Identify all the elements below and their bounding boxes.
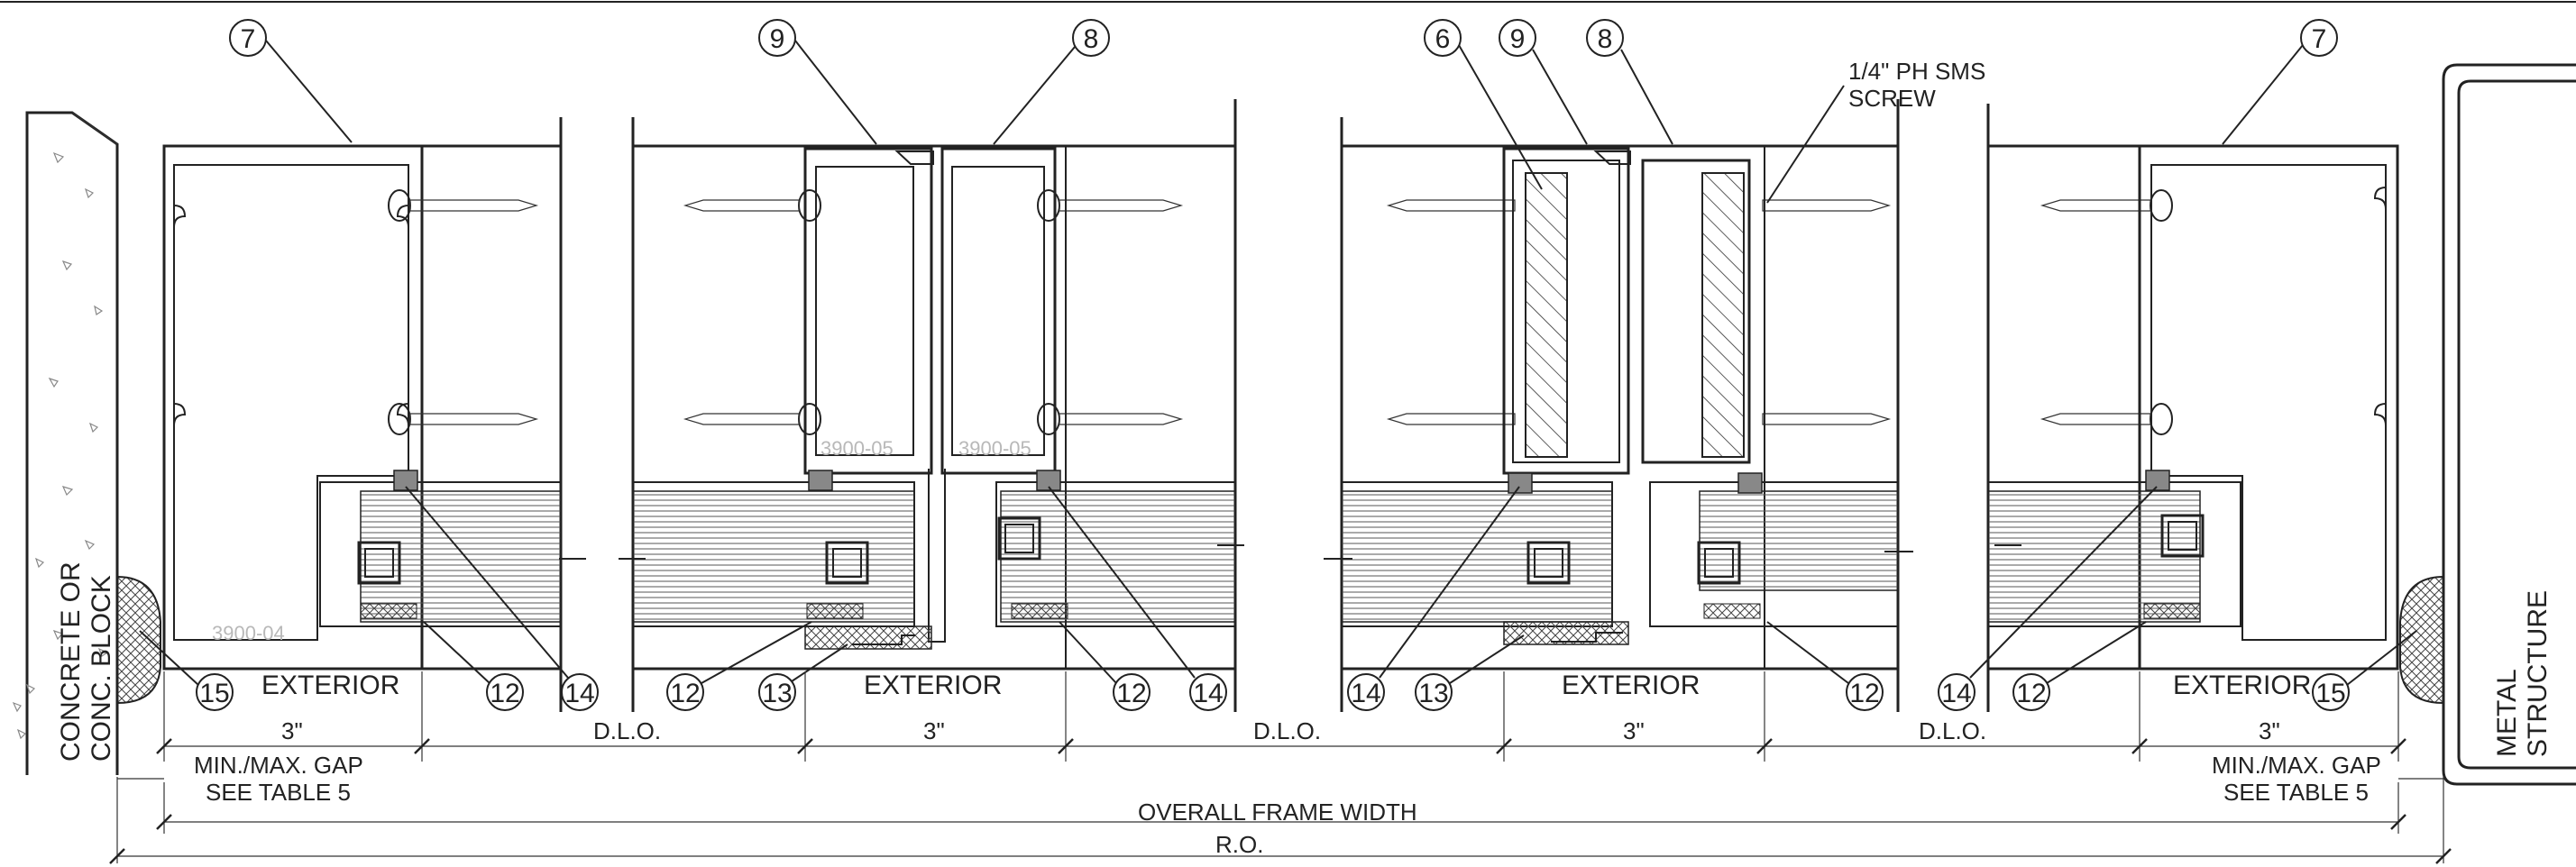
- svg-text:12: 12: [490, 679, 519, 708]
- callout-8-a: 8: [993, 19, 1110, 145]
- concrete-wall: CONCRETE OR CONC. BLOCK: [12, 111, 161, 775]
- callout-15-right: 15: [2312, 630, 2417, 711]
- callout-13-a: 13: [758, 643, 848, 711]
- dimensions: 3" D.L.O. 3" D.L.O. 3" D.L.O. 3" MIN./MA…: [109, 671, 2452, 864]
- callout-7-left: 7: [229, 19, 353, 143]
- gap-label-right-1: MIN./MAX. GAP: [2212, 752, 2381, 779]
- callout-15-left: 15: [139, 630, 234, 711]
- svg-text:8: 8: [1598, 24, 1613, 54]
- svg-text:9: 9: [770, 24, 785, 54]
- dim-overall: OVERALL FRAME WIDTH: [1138, 799, 1417, 826]
- callout-12-c: 12: [1059, 621, 1150, 711]
- svg-text:12: 12: [670, 679, 700, 708]
- gap-label-left-2: SEE TABLE 5: [206, 779, 351, 806]
- metal-structure: METAL STRUCTURE: [2399, 63, 2576, 786]
- mullion-center-right: EXTERIOR: [1324, 99, 1913, 712]
- svg-text:13: 13: [1418, 679, 1448, 708]
- callout-14-c: 14: [1347, 486, 1520, 711]
- callout-12-d: 12: [1766, 621, 1884, 711]
- callout-14-b: 14: [1048, 486, 1227, 711]
- dim-3in-3: 3": [1623, 717, 1645, 744]
- metal-note-line1: METAL: [2492, 669, 2522, 757]
- gap-label-right-2: SEE TABLE 5: [2223, 779, 2369, 806]
- callout-8-b: 8: [1586, 19, 1673, 145]
- svg-text:15: 15: [199, 679, 229, 708]
- dim-ro: R.O.: [1215, 831, 1263, 858]
- callout-12-e: 12: [2012, 621, 2147, 711]
- svg-text:12: 12: [1849, 679, 1879, 708]
- callout-9-a: 9: [758, 19, 877, 145]
- callout-12-b: 12: [666, 621, 812, 711]
- svg-text:12: 12: [2016, 679, 2046, 708]
- dim-3in-1: 3": [281, 717, 303, 744]
- exterior-label-2: EXTERIOR: [864, 671, 1002, 700]
- callout-12-a: 12: [423, 621, 524, 711]
- svg-text:7: 7: [2312, 24, 2327, 54]
- callout-9-b: 9: [1499, 19, 1588, 145]
- exterior-label-3: EXTERIOR: [1562, 671, 1700, 700]
- svg-text:SCREW: SCREW: [1848, 85, 1936, 112]
- svg-text:1/4" PH SMS: 1/4" PH SMS: [1848, 58, 1985, 85]
- watermark-3900-04: 3900-04: [212, 622, 285, 644]
- exterior-label-1: EXTERIOR: [261, 671, 399, 700]
- callout-14-a: 14: [405, 486, 599, 711]
- callout-6: 6: [1424, 19, 1543, 190]
- screws: [388, 189, 2173, 435]
- mullion-center-left: 3900-05 3900-05 EXTERIOR: [559, 99, 1244, 712]
- svg-text:7: 7: [241, 24, 256, 54]
- dim-3in-2: 3": [923, 717, 945, 744]
- gap-label-left-1: MIN./MAX. GAP: [194, 752, 363, 779]
- watermark-3900-05a: 3900-05: [820, 437, 894, 460]
- screw-note: 1/4" PH SMS SCREW: [1766, 58, 1985, 204]
- concrete-note-line1: CONCRETE OR: [56, 561, 86, 762]
- svg-text:9: 9: [1510, 24, 1526, 54]
- exterior-label-4: EXTERIOR: [2173, 671, 2311, 700]
- sealant-right: [2399, 575, 2444, 705]
- dim-3in-4: 3": [2259, 717, 2280, 744]
- svg-text:13: 13: [762, 679, 792, 708]
- dim-dlo-1: D.L.O.: [593, 717, 661, 744]
- jamb-left: 3900-04 EXTERIOR: [162, 117, 563, 712]
- svg-text:14: 14: [1351, 679, 1380, 708]
- svg-text:14: 14: [564, 679, 594, 708]
- svg-text:15: 15: [2315, 679, 2345, 708]
- watermark-3900-05b: 3900-05: [958, 437, 1031, 460]
- dim-dlo-3: D.L.O.: [1919, 717, 1986, 744]
- callouts: 7 9 8 6 9 8 7 1/4" PH SMS SCREW 15: [139, 19, 2417, 711]
- callout-7-right: 7: [2222, 19, 2338, 145]
- svg-text:14: 14: [1193, 679, 1223, 708]
- svg-text:8: 8: [1084, 24, 1099, 54]
- svg-text:14: 14: [1941, 679, 1971, 708]
- svg-text:12: 12: [1116, 679, 1146, 708]
- metal-note-line2: STRUCTURE: [2523, 590, 2553, 757]
- dim-dlo-2: D.L.O.: [1253, 717, 1321, 744]
- jamb-right: EXTERIOR: [1986, 104, 2399, 712]
- callout-13-b: 13: [1415, 634, 1525, 711]
- svg-text:6: 6: [1435, 24, 1451, 54]
- concrete-note-line2: CONC. BLOCK: [87, 575, 116, 762]
- sealant-left: [116, 575, 161, 705]
- callout-14-d: 14: [1938, 486, 2158, 711]
